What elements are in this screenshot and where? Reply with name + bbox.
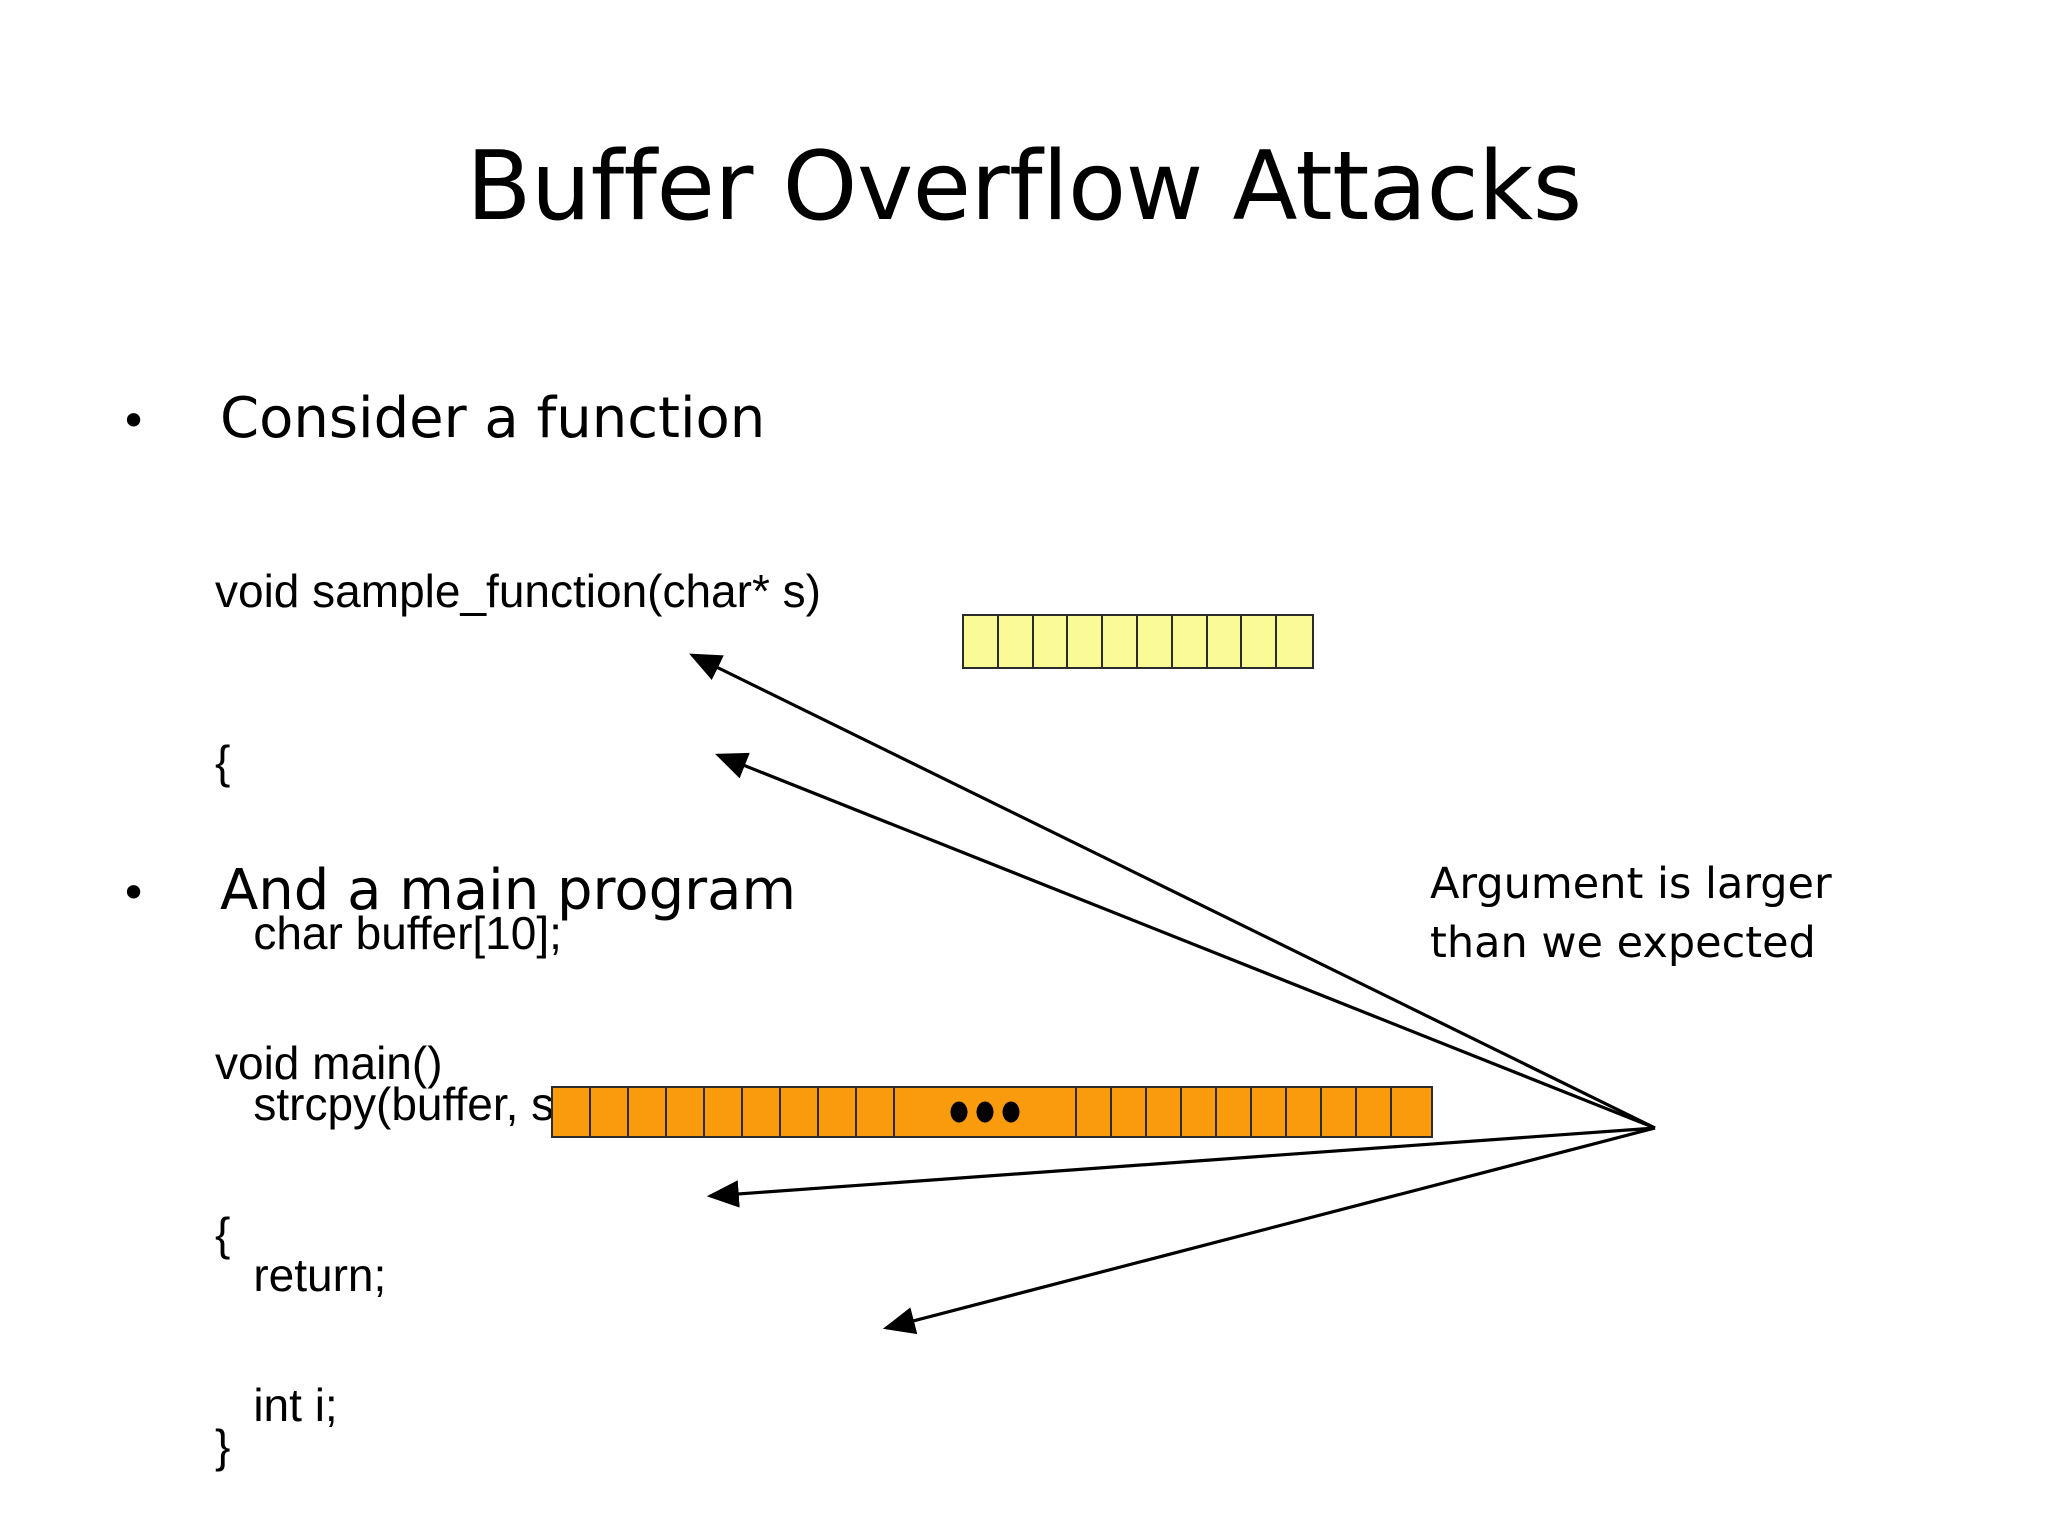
buffer-cell bbox=[1172, 616, 1208, 667]
argument-cell bbox=[1287, 1088, 1322, 1136]
code-block-sample-function: void sample_function(char* s) { char buf… bbox=[215, 449, 821, 1536]
buffer-cell bbox=[1242, 616, 1278, 667]
buffer-cell bbox=[1103, 616, 1138, 667]
bullet-marker-icon: • bbox=[120, 866, 148, 920]
annotation-text: Argument is larger than we expected bbox=[1430, 855, 1950, 974]
argument-cell bbox=[1392, 1088, 1427, 1136]
bullet-block-main-program: • And a main program void main() { int i… bbox=[120, 858, 855, 1536]
code-line: void main() bbox=[215, 1036, 443, 1089]
argument-cell bbox=[1147, 1088, 1182, 1136]
argument-cell bbox=[1252, 1088, 1287, 1136]
annotation-line-2: than we expected bbox=[1430, 918, 1816, 969]
bullet-heading-row: • Consider a function bbox=[120, 386, 821, 451]
buffer-cell bbox=[964, 616, 999, 667]
argument-cell bbox=[743, 1088, 781, 1136]
argument-cell bbox=[1217, 1088, 1252, 1136]
buffer-cell bbox=[1207, 616, 1243, 667]
buffer-memory-bar bbox=[962, 614, 1314, 669]
code-line: { bbox=[215, 735, 231, 788]
argument-cell bbox=[819, 1088, 857, 1136]
page-title: Buffer Overflow Attacks bbox=[466, 132, 1582, 242]
code-line: strcpy(buffer, s); bbox=[215, 1078, 583, 1131]
bullet-block-consider-a-function: • Consider a function void sample_functi… bbox=[120, 386, 821, 1536]
argument-ellipsis-cell bbox=[895, 1088, 1077, 1136]
buffer-cell bbox=[1137, 616, 1173, 667]
code-block-main: void main() { int i; char temp[200]; for… bbox=[215, 921, 855, 1536]
argument-cell bbox=[705, 1088, 743, 1136]
code-line: int i; bbox=[215, 1379, 338, 1432]
code-line: } bbox=[215, 1420, 231, 1473]
argument-cell bbox=[591, 1088, 629, 1136]
buffer-cell bbox=[1068, 616, 1104, 667]
code-line: char buffer[10]; bbox=[215, 907, 562, 960]
argument-cell bbox=[1182, 1088, 1217, 1136]
code-line: void sample_function(char* s) bbox=[215, 564, 821, 617]
argument-cell bbox=[781, 1088, 819, 1136]
arrow-to-sample-function-call bbox=[882, 1126, 1656, 1335]
argument-cell bbox=[857, 1088, 895, 1136]
code-line: return; bbox=[215, 1249, 387, 1302]
bullet-heading-text: Consider a function bbox=[220, 386, 766, 451]
argument-cell bbox=[1112, 1088, 1147, 1136]
argument-cell bbox=[1357, 1088, 1392, 1136]
buffer-cell bbox=[1033, 616, 1069, 667]
code-line: { bbox=[215, 1207, 231, 1260]
bullet-heading-row: • And a main program bbox=[120, 858, 855, 923]
bullet-marker-icon: • bbox=[120, 394, 148, 448]
argument-cell bbox=[553, 1088, 591, 1136]
buffer-cell bbox=[1277, 616, 1312, 667]
argument-memory-bar bbox=[551, 1086, 1433, 1138]
bullet-heading-text: And a main program bbox=[220, 858, 797, 923]
argument-cell bbox=[1322, 1088, 1357, 1136]
annotation-line-1: Argument is larger bbox=[1430, 859, 1832, 909]
argument-cell bbox=[629, 1088, 667, 1136]
buffer-cell bbox=[998, 616, 1034, 667]
argument-cell bbox=[1077, 1088, 1112, 1136]
argument-cell bbox=[667, 1088, 705, 1136]
ellipsis-icon bbox=[950, 1101, 1020, 1123]
